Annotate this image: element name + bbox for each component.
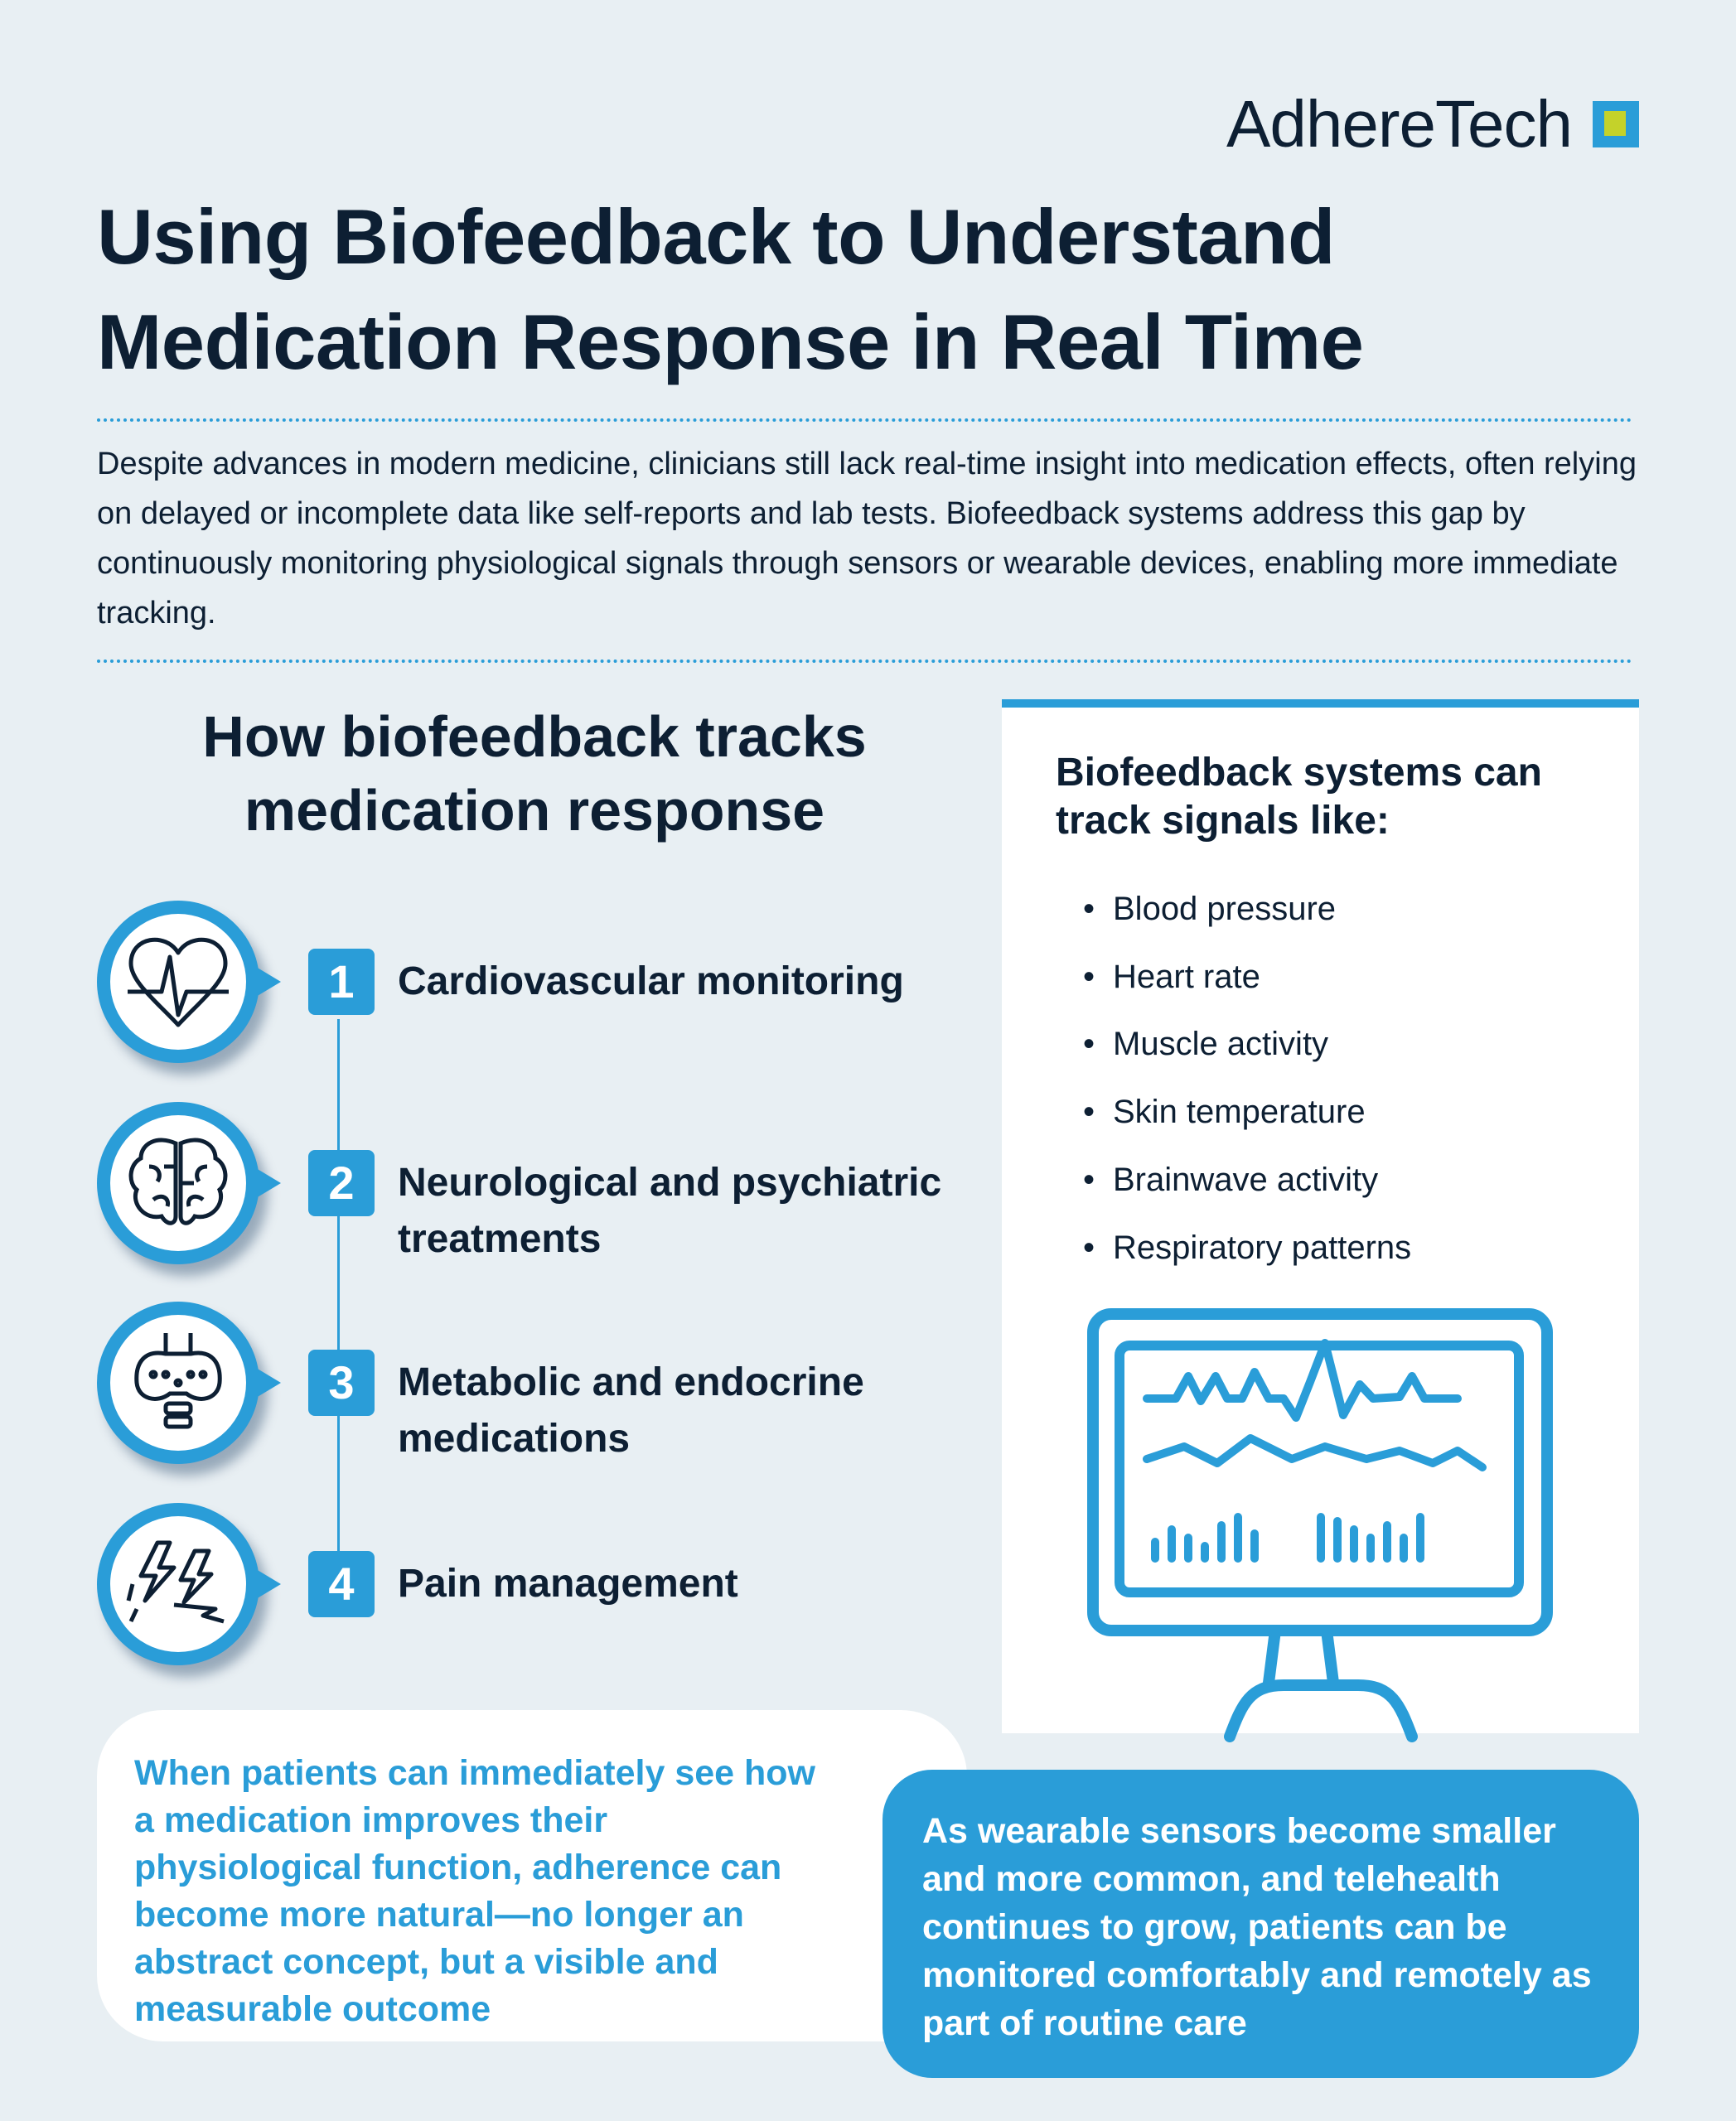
divider [97, 418, 1632, 422]
step-number: 3 [308, 1350, 375, 1416]
thyroid-icon [97, 1302, 281, 1464]
signal-item: Blood pressure [1083, 888, 1336, 930]
signal-item: Skin temperature [1083, 1091, 1366, 1133]
signal-item: Brainwave activity [1083, 1159, 1378, 1201]
signals-heading: Biofeedback systems can track signals li… [1056, 751, 1542, 843]
signals-panel: Biofeedback systems can track signals li… [1002, 699, 1639, 1742]
future-callout: As wearable sensors become smaller and m… [883, 1770, 1639, 2078]
brain-icon [97, 1102, 281, 1264]
how-heading: How biofeedback tracks medication respon… [202, 704, 867, 843]
page-title: Using Biofeedback to Understand Medicati… [97, 193, 1364, 385]
monitor-icon [1087, 1308, 1553, 1742]
divider [97, 659, 1632, 663]
pain-lightning-icon [97, 1503, 281, 1665]
step-label: Neurological and psychiatric treatments [398, 1161, 942, 1261]
heart-pulse-icon [97, 901, 281, 1063]
signal-item: Muscle activity [1083, 1023, 1328, 1065]
signal-item: Heart rate [1083, 956, 1260, 998]
step-label: Metabolic and endocrine medications [398, 1360, 864, 1461]
adherence-quote: When patients can immediately see how a … [97, 1710, 967, 2041]
step-number: 2 [308, 1150, 375, 1216]
brand-logo: AdhereTech [1226, 87, 1573, 161]
step-label: Pain management [398, 1562, 738, 1606]
intro-text: Despite advances in modern medicine, cli… [97, 447, 1637, 631]
step-label: Cardiovascular monitoring [398, 959, 904, 1003]
signal-item: Respiratory patterns [1083, 1227, 1411, 1268]
timeline-line [337, 1019, 340, 1558]
step-number: 4 [308, 1551, 375, 1617]
logo-square-icon [1593, 101, 1639, 147]
step-number: 1 [308, 949, 375, 1015]
